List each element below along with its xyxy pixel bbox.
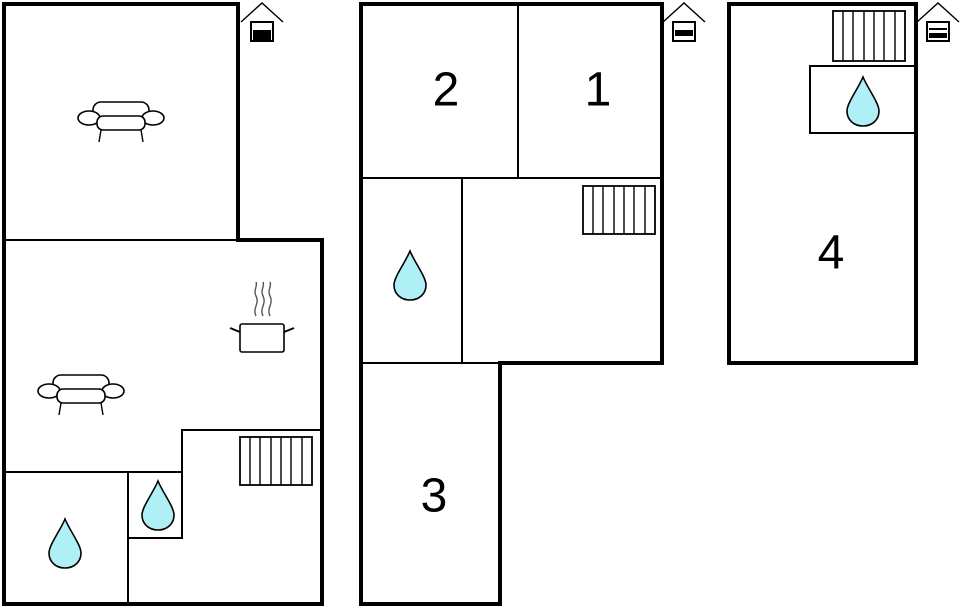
stairs-icon [832, 10, 906, 62]
floor-plan-1 [2, 2, 324, 606]
house-icon [662, 2, 706, 42]
water-drop-icon [48, 518, 82, 569]
room-number-4: 4 [818, 227, 845, 280]
house-icon [240, 2, 284, 42]
water-drop-icon [846, 76, 880, 127]
floor-plan-3: 4 [727, 2, 960, 365]
room-number-2: 2 [433, 64, 460, 117]
stairs-icon [239, 436, 313, 486]
plan-3-outer-walls [727, 2, 918, 365]
stairs-icon [582, 185, 656, 235]
house-icon [916, 2, 960, 42]
cooking-pot-icon [229, 281, 295, 353]
water-drop-icon [393, 250, 427, 301]
water-drop-icon [141, 480, 175, 531]
sofa-icon [77, 101, 165, 143]
floor-plan-2: 2 1 3 [359, 2, 706, 606]
room-number-3: 3 [421, 470, 448, 523]
room-number-1: 1 [585, 64, 612, 117]
plan-3-bathroom [809, 65, 917, 134]
plan-1-outer-walls [2, 2, 324, 606]
sofa-icon [37, 374, 125, 416]
plan-2-outer-walls [359, 2, 664, 606]
